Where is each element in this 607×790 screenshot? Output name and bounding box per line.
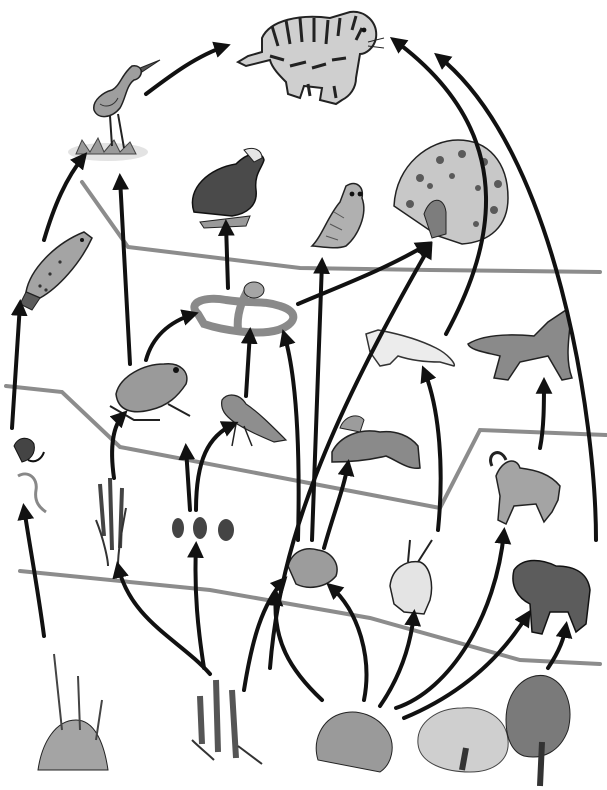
- fish-icon: [20, 232, 92, 310]
- arrow-scorpion-to-fish: [12, 304, 20, 428]
- reed-icon: [96, 478, 126, 566]
- peacock-icon: [394, 140, 508, 244]
- arrow-cattails-to-beetles: [195, 546, 204, 668]
- scorpion-icon: [14, 438, 44, 462]
- arrow-ibex-to-red-fox: [540, 382, 544, 448]
- flowering-plant-icon: [38, 654, 108, 770]
- arrow-shrub-to-mouse-2: [330, 586, 366, 700]
- arrow-beetles-to-frog: [186, 448, 190, 510]
- arrow-snake-to-eagle: [226, 224, 228, 288]
- owl-icon: [312, 184, 364, 248]
- arrow-snake-to-peacock: [298, 244, 428, 304]
- sparrow-icon: [222, 395, 286, 446]
- arrow-mouse-to-marten: [324, 464, 348, 548]
- arrow-sparrow-to-snake: [246, 332, 250, 396]
- cobra-icon: [194, 282, 293, 332]
- wading-bird-icon: [68, 60, 160, 161]
- larva-icon: [18, 474, 46, 512]
- marten-icon: [332, 416, 420, 468]
- tree-icon: [418, 675, 570, 786]
- arrow-mouse-to-owl: [312, 262, 322, 540]
- mouse-icon: [288, 549, 337, 587]
- arrow-fish-to-heron: [44, 156, 84, 240]
- arrow-mouse-to-snake: [284, 334, 299, 540]
- eagle-icon: [192, 148, 264, 228]
- frog-icon: [110, 364, 190, 420]
- ibex-icon: [491, 453, 560, 524]
- arrow-frog-to-heron: [120, 178, 130, 364]
- tiger-icon: [238, 12, 384, 104]
- hare-icon: [390, 540, 432, 614]
- arrow-frog-to-snake: [146, 314, 194, 360]
- shrub-icon: [316, 712, 392, 772]
- red-fox-icon: [468, 310, 572, 380]
- arrow-heron-to-tiger: [146, 46, 226, 94]
- beetle-icon: [172, 517, 234, 541]
- cattail-icon: [192, 680, 262, 764]
